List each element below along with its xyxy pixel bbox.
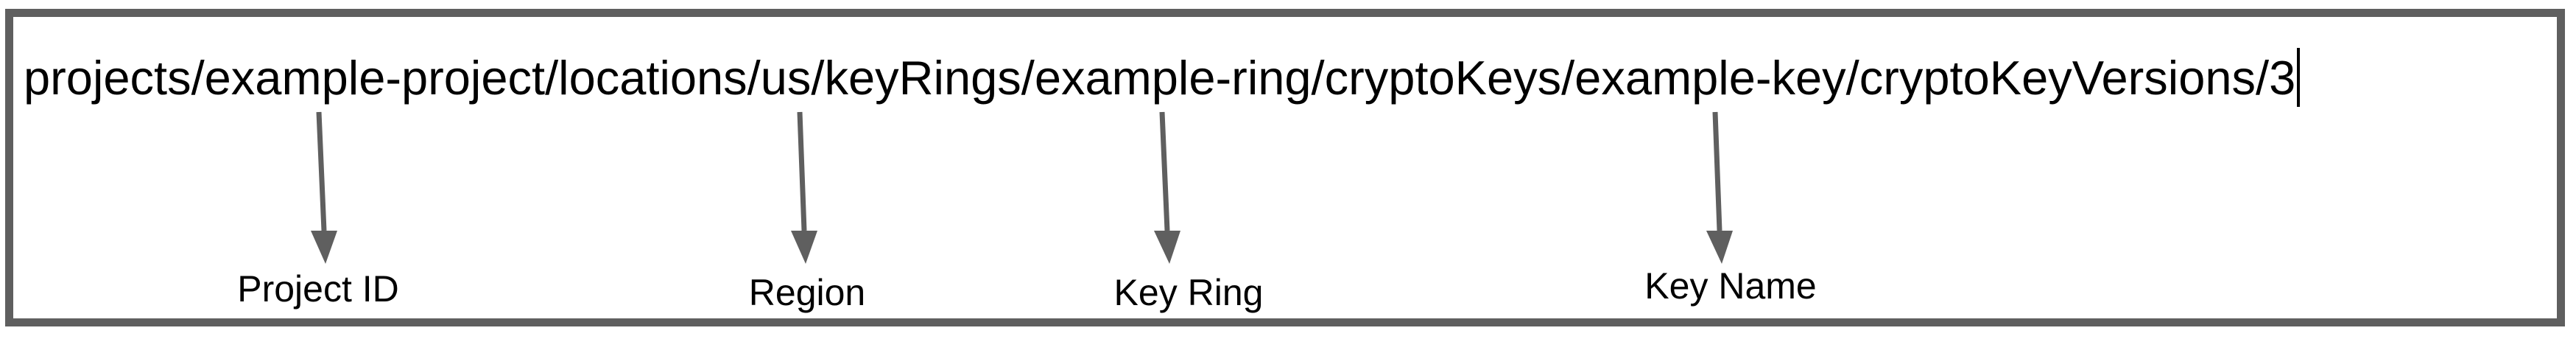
diagram-frame [5,9,2565,326]
resource-path-field[interactable]: projects/example-project/locations/us/ke… [24,48,2301,107]
label-region: Region [748,272,866,313]
label-project-id: Project ID [237,268,399,310]
text-cursor-caret [2297,48,2301,107]
resource-path-text: projects/example-project/locations/us/ke… [24,51,2296,105]
label-key-ring: Key Ring [1113,272,1264,313]
label-key-name: Key Name [1644,265,1817,307]
